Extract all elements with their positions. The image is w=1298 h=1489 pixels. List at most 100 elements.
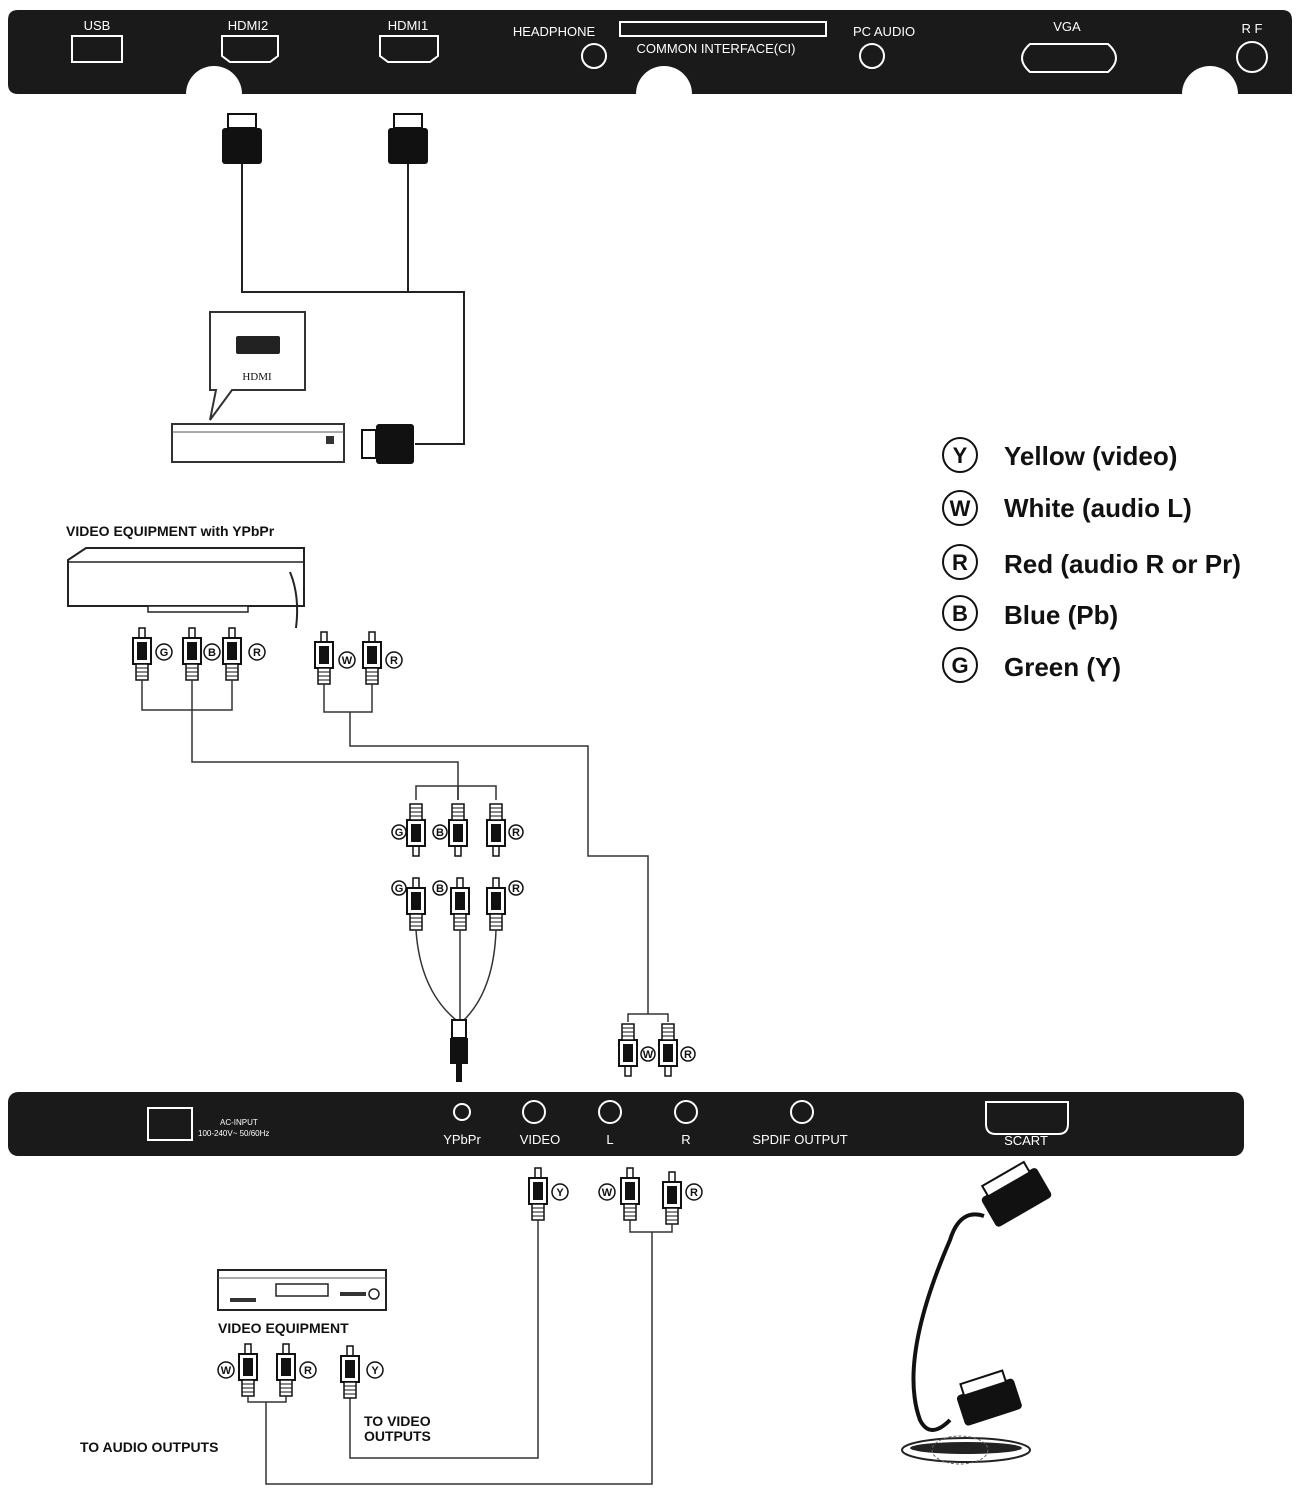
spdif-label: SPDIF OUTPUT: [752, 1132, 847, 1147]
ci-label: COMMON INTERFACE(CI): [637, 41, 796, 56]
pc-audio-jack: [859, 43, 885, 69]
badge-r-4: R: [508, 880, 524, 896]
top-connector-panel: USB HDMI2 HDMI1 HEADPHONE COMMON INTERFA…: [8, 10, 1292, 94]
badge-g-1: G: [155, 643, 173, 661]
svg-text:Red (audio R or Pr): Red (audio R or Pr): [1004, 549, 1241, 579]
ypbpr-output-plugs: [132, 627, 649, 1014]
svg-text:White (audio L): White (audio L): [1004, 493, 1192, 523]
svg-text:R: R: [390, 655, 398, 667]
color-legend: Y Yellow (video) W White (audio L) R Red…: [942, 437, 1241, 683]
badge-w-4: W: [217, 1361, 235, 1379]
svg-text:Y: Y: [371, 1365, 379, 1377]
scart-port: [985, 1101, 1069, 1135]
hdmi2-label: HDMI2: [228, 18, 268, 33]
audio-r-label: R: [681, 1132, 690, 1147]
spdif-jack: [790, 1100, 814, 1124]
rf-label: R F: [1242, 21, 1263, 36]
headphone-label: HEADPHONE: [513, 24, 596, 39]
legend-item-b: B Blue (Pb): [942, 595, 1118, 631]
hdmi-cables: [221, 113, 465, 464]
ac-spec-label: 100-240V~ 50/60Hz: [198, 1129, 269, 1138]
svg-text:B: B: [436, 883, 444, 895]
badge-y-2: Y: [366, 1361, 384, 1379]
badge-w-1: W: [338, 651, 356, 669]
legend-item-r: R Red (audio R or Pr): [942, 544, 1241, 580]
ac-input-label: AC-INPUT: [220, 1118, 258, 1127]
ypbpr-jack: [453, 1103, 471, 1121]
hdmi-icon: [236, 336, 280, 354]
video-jack: [522, 1100, 546, 1124]
video-equipment-label: VIDEO EQUIPMENT: [218, 1320, 349, 1336]
badge-g-3: G: [391, 880, 407, 896]
svg-text:R: R: [684, 1049, 692, 1061]
audio-l-label: L: [606, 1132, 613, 1147]
badge-w-2: W: [640, 1046, 656, 1062]
ypbpr-video-equipment: [67, 547, 305, 629]
badge-g-2: G: [391, 824, 407, 840]
svg-text:Y: Y: [953, 443, 968, 468]
svg-text:R: R: [304, 1365, 312, 1377]
svg-text:G: G: [160, 647, 169, 659]
to-video-outputs-label-2: OUTPUTS: [364, 1428, 431, 1444]
hdmi2-port: [221, 35, 279, 63]
audio-r-jack: [674, 1100, 698, 1124]
svg-text:Green (Y): Green (Y): [1004, 652, 1121, 682]
svg-text:R: R: [952, 550, 968, 575]
badge-r-5: R: [680, 1046, 696, 1062]
ci-slot: [619, 21, 827, 37]
legend-item-w: W White (audio L): [942, 490, 1192, 526]
svg-text:R: R: [512, 827, 520, 839]
svg-text:G: G: [395, 883, 404, 895]
badge-r-3: R: [508, 824, 524, 840]
svg-text:W: W: [602, 1187, 613, 1199]
svg-text:B: B: [208, 647, 216, 659]
svg-text:Yellow (video): Yellow (video): [1004, 441, 1177, 471]
av-output-plugs: [265, 1167, 682, 1485]
scart-label: SCART: [1004, 1133, 1048, 1148]
video-equipment-plugs: [238, 1343, 360, 1403]
ypbpr-equipment-label: VIDEO EQUIPMENT with YPbPr: [66, 523, 275, 539]
ac-input-socket: [147, 1107, 193, 1141]
video-label: VIDEO: [520, 1132, 560, 1147]
component-adapter: [406, 785, 506, 1082]
svg-text:G: G: [951, 653, 968, 678]
badge-r-2: R: [385, 651, 403, 669]
badge-b-1: B: [203, 643, 221, 661]
svg-text:R: R: [512, 883, 520, 895]
video-equipment-device: [217, 1269, 387, 1311]
to-video-outputs-label-1: TO VIDEO: [364, 1413, 431, 1429]
ypbpr-label: YPbPr: [443, 1132, 481, 1147]
svg-text:B: B: [436, 827, 444, 839]
svg-text:G: G: [395, 827, 404, 839]
scart-cable: [901, 1160, 1052, 1465]
legend-item-y: Y Yellow (video): [942, 437, 1177, 473]
audio-l-jack: [598, 1100, 622, 1124]
badge-r-6: R: [685, 1183, 703, 1201]
badge-b-3: B: [432, 880, 448, 896]
badge-b-2: B: [432, 824, 448, 840]
hdmi1-label: HDMI1: [388, 18, 428, 33]
svg-text:W: W: [221, 1365, 232, 1377]
svg-text:W: W: [950, 496, 971, 521]
hdmi1-port: [379, 35, 439, 63]
svg-text:B: B: [952, 601, 968, 626]
to-audio-outputs-label: TO AUDIO OUTPUTS: [80, 1439, 218, 1455]
badge-w-3: W: [598, 1183, 616, 1201]
usb-label: USB: [84, 18, 111, 33]
svg-text:W: W: [643, 1049, 654, 1061]
badge-y-1: Y: [551, 1183, 569, 1201]
vga-label: VGA: [1053, 19, 1081, 34]
rf-jack: [1236, 41, 1268, 73]
svg-text:R: R: [690, 1187, 698, 1199]
svg-text:W: W: [342, 655, 353, 667]
legend-item-g: G Green (Y): [942, 647, 1121, 683]
svg-text:Y: Y: [556, 1187, 564, 1199]
svg-text:R: R: [253, 647, 261, 659]
vga-port: [1021, 43, 1117, 73]
hdmi-device-label: HDMI: [242, 371, 272, 383]
audio-input-plugs: [619, 1013, 677, 1076]
badge-r-7: R: [299, 1361, 317, 1379]
hdmi-source-device: HDMI: [171, 311, 345, 463]
headphone-jack: [581, 43, 607, 69]
